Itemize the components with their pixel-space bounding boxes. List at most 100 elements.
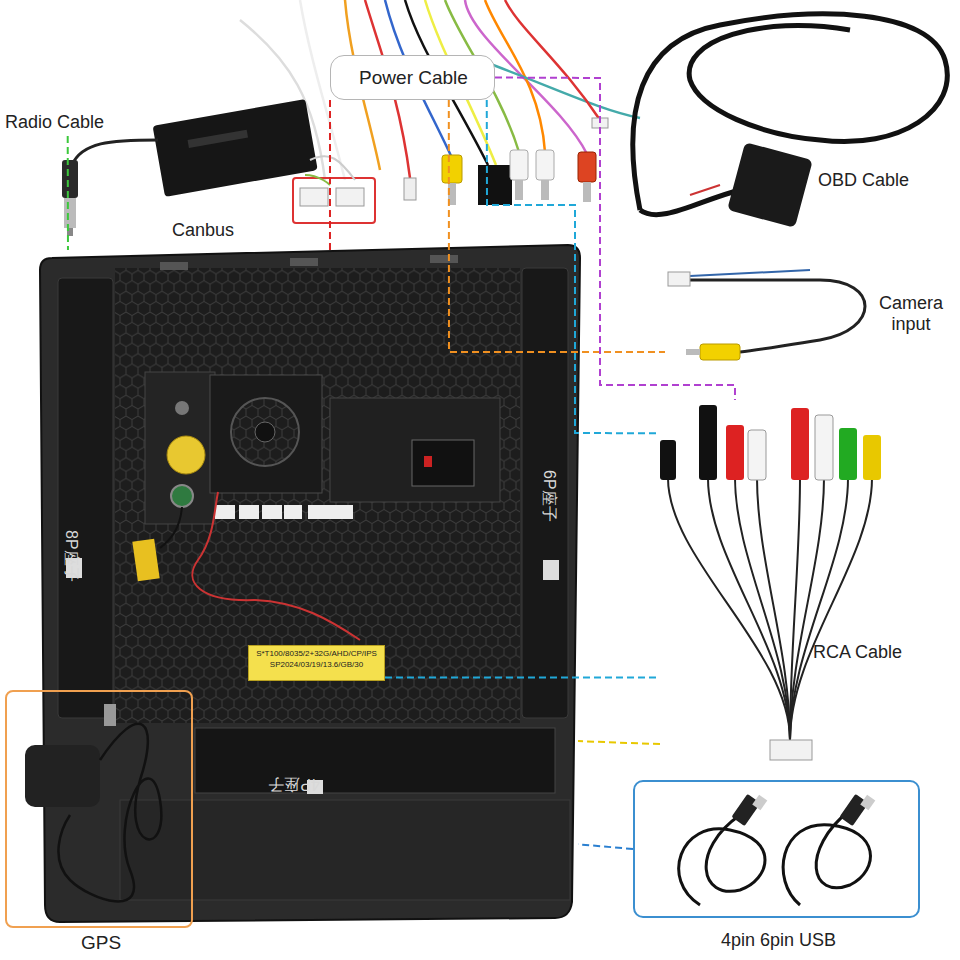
head-unit-frame-part	[160, 262, 188, 270]
radio-plug-part	[62, 160, 78, 198]
harness-plug	[293, 118, 608, 223]
usb-cable-part	[860, 795, 875, 811]
harness-plug-part	[293, 178, 375, 223]
head-unit-frame-part	[58, 278, 113, 718]
harness-wire-part	[445, 0, 519, 152]
head-unit-frame-part	[40, 245, 580, 922]
harness-plug-part	[515, 180, 523, 200]
rca-plug-part	[748, 430, 766, 480]
rca-cable-part	[790, 478, 848, 740]
harness-plug-part	[536, 150, 554, 180]
wiring-connector	[578, 741, 660, 744]
component-label: Camera input	[665, 265, 957, 375]
gps-antenna-part	[104, 704, 116, 726]
head-unit-text: 8P座子	[62, 530, 80, 582]
rca-plug-part	[660, 440, 676, 480]
cable-label-box-text: Power Cable	[331, 67, 496, 89]
socket-connector	[66, 558, 559, 794]
obd-cable-part	[727, 142, 813, 228]
main-board-part	[167, 436, 205, 474]
harness-plug-part	[592, 118, 608, 128]
harness-plug-part	[578, 152, 596, 182]
canbus-decoder-part	[305, 175, 330, 185]
spec-sticker: S*T100/8035/2+32G/AHD/CP/IPS SP2024/03/1…	[248, 645, 385, 681]
head-unit-text: 4P座子	[268, 775, 320, 793]
usb-cable-part	[731, 794, 760, 826]
harness-wire-part	[345, 0, 380, 170]
component-label: Canbus	[145, 95, 320, 245]
rca-cable-part	[790, 478, 872, 740]
radio-plug	[62, 140, 158, 236]
socket-connector-part	[307, 780, 323, 794]
harness-wire-part	[365, 0, 410, 178]
main-board-part	[210, 375, 322, 493]
head-unit-frame-part	[132, 539, 159, 582]
harness-plug-part	[541, 180, 549, 200]
harness-plug-part	[478, 165, 512, 205]
head-unit-frame-part	[522, 268, 568, 718]
rca-cable-part	[735, 478, 790, 740]
harness-plug-part	[510, 150, 528, 180]
head-unit-frame-part	[430, 255, 458, 263]
camera-cable-part	[686, 349, 700, 355]
radio-plug-part	[72, 140, 158, 165]
obd-cable-part	[690, 185, 720, 195]
canbus-decoder-part	[188, 130, 248, 148]
camera-cable	[668, 270, 865, 360]
wiring-connector	[578, 844, 633, 849]
main-board-part	[284, 505, 302, 519]
main-board-part	[145, 372, 215, 524]
spec-sticker-text: S*T100/8035/2+32G/AHD/CP/IPS SP2024/03/1…	[249, 649, 384, 671]
harness-plug-part	[300, 188, 328, 206]
head-unit: 8P座子 6P座子 4P座子 S*T100/8035/2+32G/AHD/CP/IPS…	[40, 250, 578, 920]
wiring-connector	[385, 676, 660, 678]
main-board-part	[424, 456, 432, 467]
rca-plug-part	[699, 405, 717, 480]
rca-plug-part	[863, 435, 881, 480]
rca-plug-part	[815, 415, 833, 480]
head-unit-frame-part	[130, 540, 520, 720]
component-label-text: Canbus	[172, 220, 234, 241]
head-unit-frame	[40, 245, 580, 922]
main-board-part	[308, 505, 353, 519]
socket-connector-part	[66, 558, 82, 578]
component-label-text: Camera input	[865, 293, 957, 334]
rca-plug-part	[770, 740, 812, 760]
component-label-text: Radio Cable	[5, 112, 104, 133]
wiring-connector	[449, 100, 665, 352]
head-unit-frame-part	[115, 268, 520, 723]
usb-cable-part	[752, 795, 767, 811]
rca-plug-part	[791, 408, 809, 480]
head-unit-frame-part	[195, 728, 555, 793]
rca-cable-part	[757, 478, 790, 740]
harness-plug-part	[583, 182, 591, 202]
main-board-part	[262, 505, 282, 519]
wiring-connector	[67, 136, 69, 250]
head-unit-text: 6P座子	[540, 470, 558, 522]
main-board-part	[239, 505, 259, 519]
wiring-connector	[329, 100, 331, 250]
component-label: Radio Cable	[5, 108, 115, 136]
rca-cable-part	[668, 478, 790, 740]
internal-wire-part	[192, 492, 255, 600]
harness-plug-part	[336, 188, 364, 206]
head-unit-frame-part	[290, 258, 318, 266]
main-board-part	[175, 401, 189, 415]
main-board	[145, 372, 500, 524]
usb-cable	[679, 794, 876, 905]
wiring-connector	[487, 100, 660, 433]
usb-cable-part	[839, 794, 868, 826]
radio-plug-part	[67, 228, 73, 236]
socket-connector-part	[543, 560, 559, 580]
obd-cable	[633, 14, 948, 228]
component-label: RCA Cable	[660, 400, 905, 770]
internal-wire-part	[160, 507, 182, 548]
gps-antenna	[25, 704, 161, 901]
rca-plug	[660, 405, 881, 760]
main-board-part	[171, 485, 193, 507]
component-label: OBD Cable	[625, 0, 955, 228]
